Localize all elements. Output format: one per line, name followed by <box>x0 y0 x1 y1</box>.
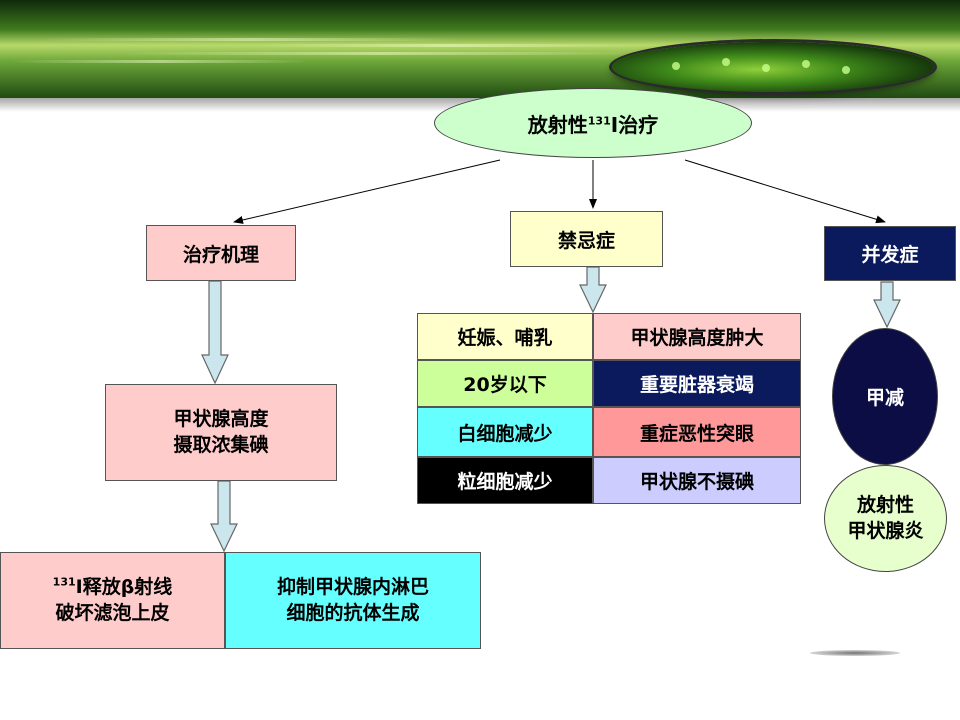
decorative-shadow <box>810 650 900 656</box>
grid-cell-leukopenia: 白细胞减少 <box>417 407 593 457</box>
block-arrow-right <box>873 281 901 329</box>
uptake-box: 甲状腺高度 摄取浓集碘 <box>105 384 337 481</box>
grid-cell-goiter: 甲状腺高度肿大 <box>593 313 801 360</box>
block-arrow-left-2 <box>210 480 238 553</box>
hypothyroidism-oval: 甲减 <box>832 328 938 465</box>
grid-cell-organ-failure: 重要脏器衰竭 <box>593 360 801 407</box>
decorative-ellipse-image <box>612 42 934 92</box>
block-arrow-left-1 <box>201 280 229 385</box>
grid-cell-granulocytopenia: 粒细胞减少 <box>417 457 593 504</box>
beta-ray-box: 131I释放β射线 破坏滤泡上皮 <box>0 552 225 649</box>
grid-cell-under20: 20岁以下 <box>417 360 593 407</box>
mechanism-title-box: 治疗机理 <box>146 225 296 281</box>
grid-cell-exophthalmos: 重症恶性突眼 <box>593 407 801 457</box>
grid-cell-no-iodine-uptake: 甲状腺不摄碘 <box>593 457 801 504</box>
complication-title-box: 并发症 <box>824 226 956 281</box>
grid-cell-pregnancy: 妊娠、哺乳 <box>417 313 593 360</box>
contraindication-title-box: 禁忌症 <box>510 211 663 267</box>
antibody-box: 抑制甲状腺内淋巴 细胞的抗体生成 <box>225 552 481 649</box>
radiation-thyroiditis-oval: 放射性 甲状腺炎 <box>824 465 947 572</box>
connector-root-to-right <box>684 159 886 224</box>
root-node: 放射性131I治疗 <box>434 88 752 158</box>
connector-root-to-left <box>233 159 501 224</box>
block-arrow-middle <box>579 266 607 314</box>
root-label: 放射性131I治疗 <box>527 112 659 137</box>
